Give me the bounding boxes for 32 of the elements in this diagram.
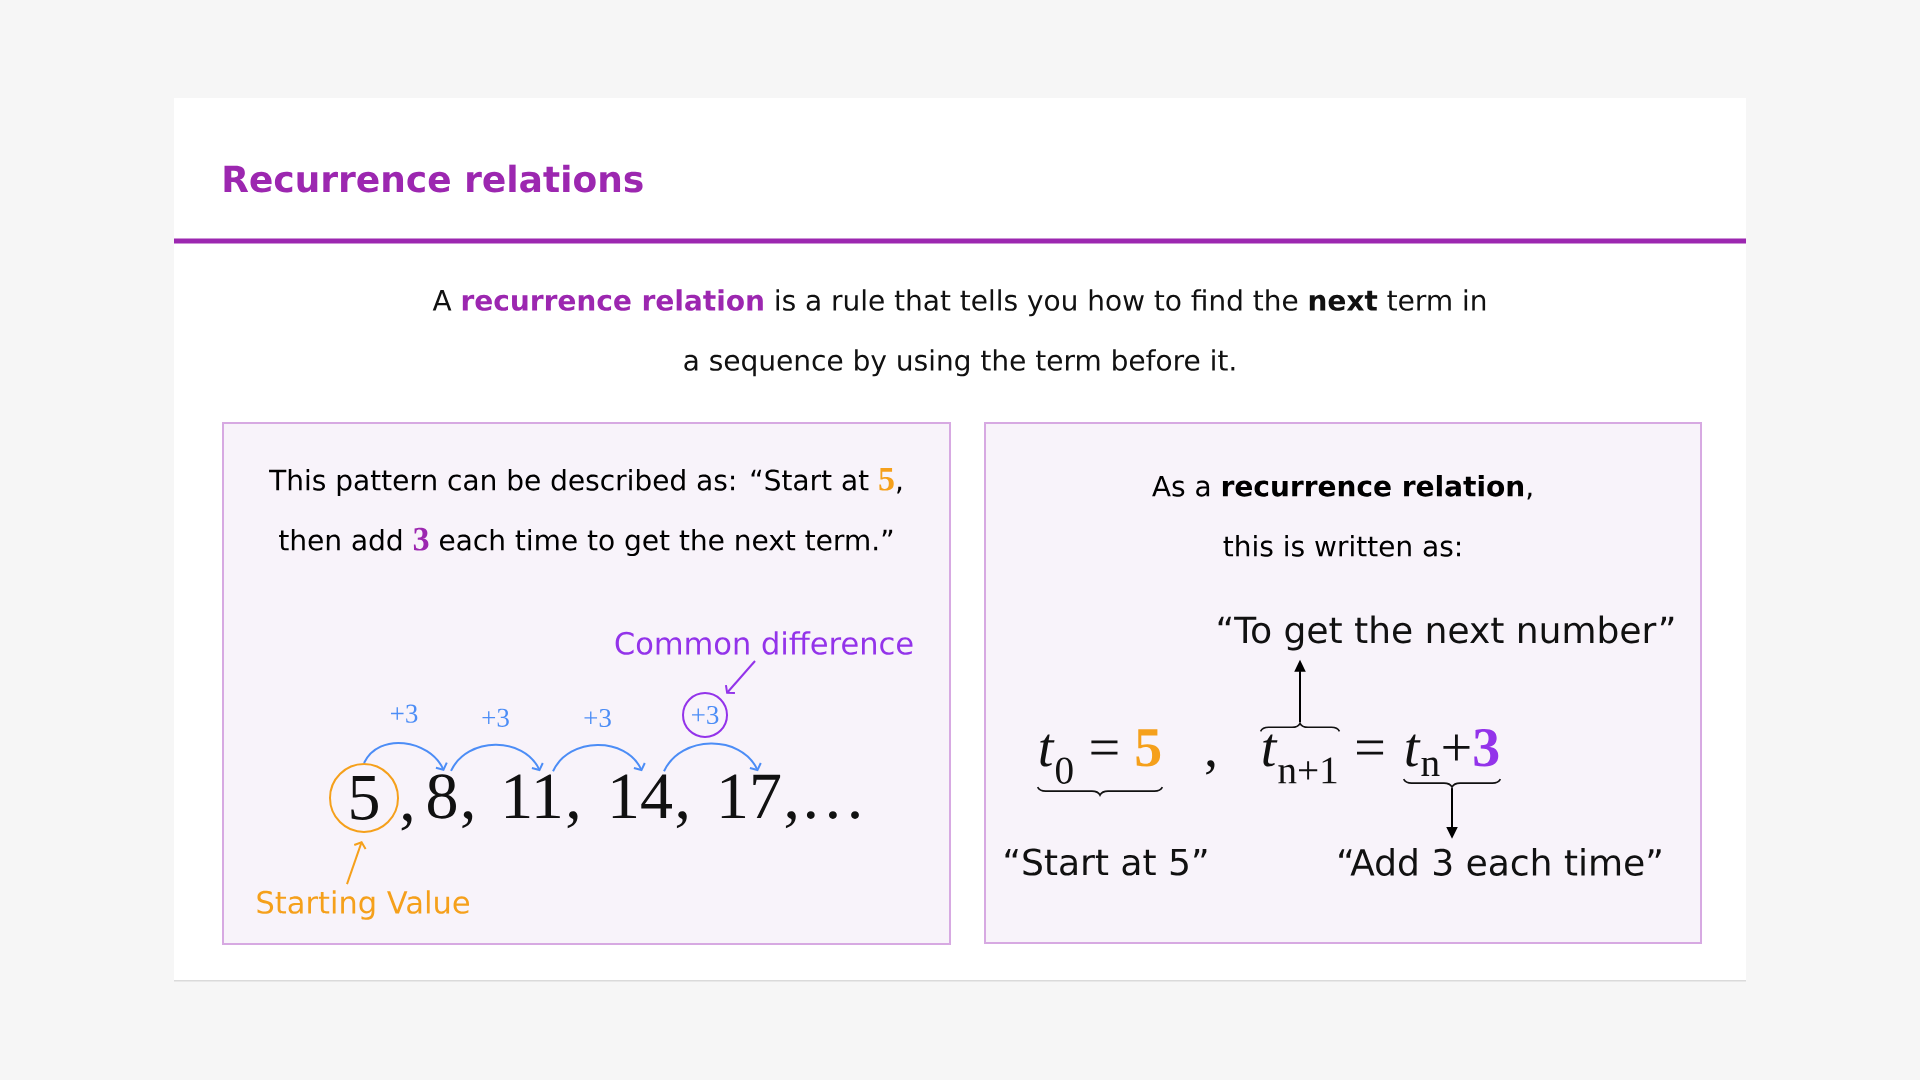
leader-arrow — [724, 660, 756, 694]
callout-text: Starting Value — [257, 890, 469, 920]
title: Recurrence relations — [224, 164, 643, 193]
punctuation: , — [462, 811, 473, 829]
edge-label: +3 — [482, 708, 509, 727]
punctuation: , — [676, 811, 687, 829]
punctuation: , — [1206, 760, 1215, 775]
sequence-number: 11 — [506, 774, 560, 818]
circled-label: +3 — [682, 692, 728, 738]
punctuation: ,… — [785, 811, 859, 829]
punctuation: , — [401, 813, 412, 831]
edge-label: +3 — [584, 708, 611, 728]
curved-arrow — [363, 742, 448, 771]
quote-text: “Add 3 each time” — [1339, 848, 1661, 876]
quote-text: “To get the next number” — [1218, 615, 1674, 651]
intro-text: A recurrence relation is a rule that tells you how to find the next term in a sequence by using the term before it. — [432, 289, 1486, 377]
circled-number: 5 — [329, 763, 399, 833]
punctuation: , — [567, 811, 578, 829]
equals-sign: = — [1357, 740, 1384, 755]
curved-arrow — [663, 742, 762, 773]
sequence-number: 8 — [428, 774, 456, 819]
math-expression: t$_{n}$+3 — [1406, 728, 1499, 776]
quote-text: “Start at 5” — [1005, 848, 1207, 876]
sequence-number: 17 — [721, 774, 781, 818]
edge-label: +3 — [391, 704, 418, 723]
callout-text: Common difference — [615, 631, 913, 655]
sequence-number: 14 — [612, 774, 672, 818]
leader-arrow — [346, 841, 367, 886]
math-expression: t$_{0}$ = 5 — [1040, 729, 1161, 784]
curved-arrow — [552, 744, 646, 773]
math-expression: t$_{n+1}$ — [1263, 734, 1337, 784]
curved-arrow — [450, 743, 544, 772]
